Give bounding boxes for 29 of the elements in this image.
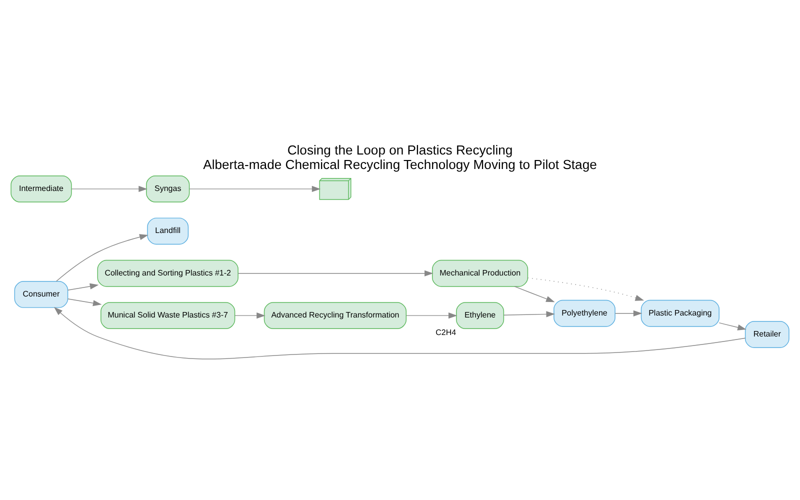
arrow xyxy=(189,186,321,192)
node-box: Munical Solid Waste Plastics #3-7 xyxy=(100,302,236,330)
arrow xyxy=(504,311,555,318)
node-box: Landfill xyxy=(147,218,189,245)
arrow xyxy=(614,310,642,316)
arrow xyxy=(238,270,434,276)
caption: Alberta-made Chemical Recycling Technology Moving to Pilot Stage xyxy=(203,156,597,172)
arrow xyxy=(54,306,746,360)
node-box: Collecting and Sorting Plastics #1-2 xyxy=(97,260,238,287)
arrow xyxy=(718,322,746,330)
node-box: Syngas xyxy=(146,175,190,202)
node-box: Retailer xyxy=(744,321,790,348)
arrow xyxy=(71,186,148,192)
arrow xyxy=(514,286,555,302)
arrow xyxy=(406,312,458,319)
node-label: C2H4 xyxy=(436,328,456,338)
node-box: Consumer xyxy=(14,281,68,308)
arrow xyxy=(68,298,102,306)
node-box: Ethylene xyxy=(456,302,504,330)
arrow xyxy=(234,312,266,319)
arrow xyxy=(68,283,99,290)
node-box: Polyethylene xyxy=(554,300,616,327)
node-box: Advanced Recycling Transformation xyxy=(264,302,407,330)
node-box: Plastic Packaging xyxy=(640,300,720,327)
arrow xyxy=(56,234,148,282)
node-box: Intermediate xyxy=(10,175,72,202)
node-box: Mechanical Production xyxy=(432,260,528,287)
arrow xyxy=(527,278,644,301)
diagram-title: Closing the Loop on Plastics Recycling xyxy=(287,142,513,158)
